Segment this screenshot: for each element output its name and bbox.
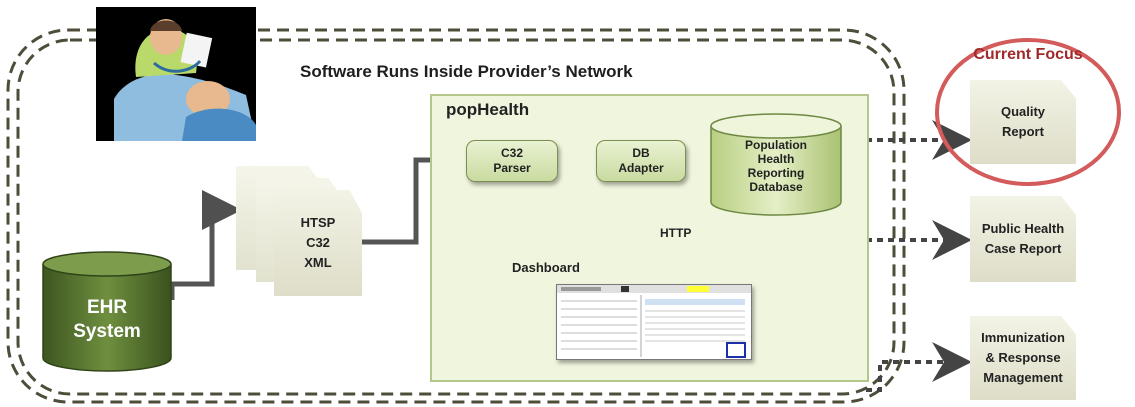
quality-report-doc: Quality Report bbox=[970, 80, 1076, 164]
network-boundary-inner bbox=[16, 38, 896, 396]
pophealth-title: popHealth bbox=[446, 100, 530, 119]
network-boundary-outer bbox=[6, 28, 906, 404]
doctor-clipart bbox=[96, 7, 256, 141]
http-label: HTTP bbox=[660, 226, 692, 240]
population-db-cylinder bbox=[710, 113, 842, 216]
dashboard-thumbnail bbox=[556, 284, 752, 360]
ehr-to-docs-arrow bbox=[169, 190, 242, 300]
dashboard-label: Dashboard bbox=[512, 260, 580, 275]
htsp-c32-xml-doc: HTSP C32 XML bbox=[274, 190, 362, 296]
db-adapter-box: DB Adapter bbox=[596, 140, 686, 182]
population-db-label: Population Health Reporting Database bbox=[745, 138, 807, 194]
current-focus-label: Current Focus bbox=[973, 46, 1083, 63]
ehr-system-label: EHR System bbox=[73, 297, 141, 342]
immunization-output-arrow bbox=[866, 342, 972, 392]
public-health-case-report-doc: Public Health Case Report bbox=[970, 196, 1076, 282]
ehr-system-cylinder bbox=[42, 251, 172, 372]
c32-parser-box: C32 Parser bbox=[466, 140, 558, 182]
network-label: Software Runs Inside Provider’s Network bbox=[300, 62, 633, 81]
current-focus-ring bbox=[935, 38, 1121, 186]
immunization-response-doc: Immunization & Response Management bbox=[970, 316, 1076, 400]
